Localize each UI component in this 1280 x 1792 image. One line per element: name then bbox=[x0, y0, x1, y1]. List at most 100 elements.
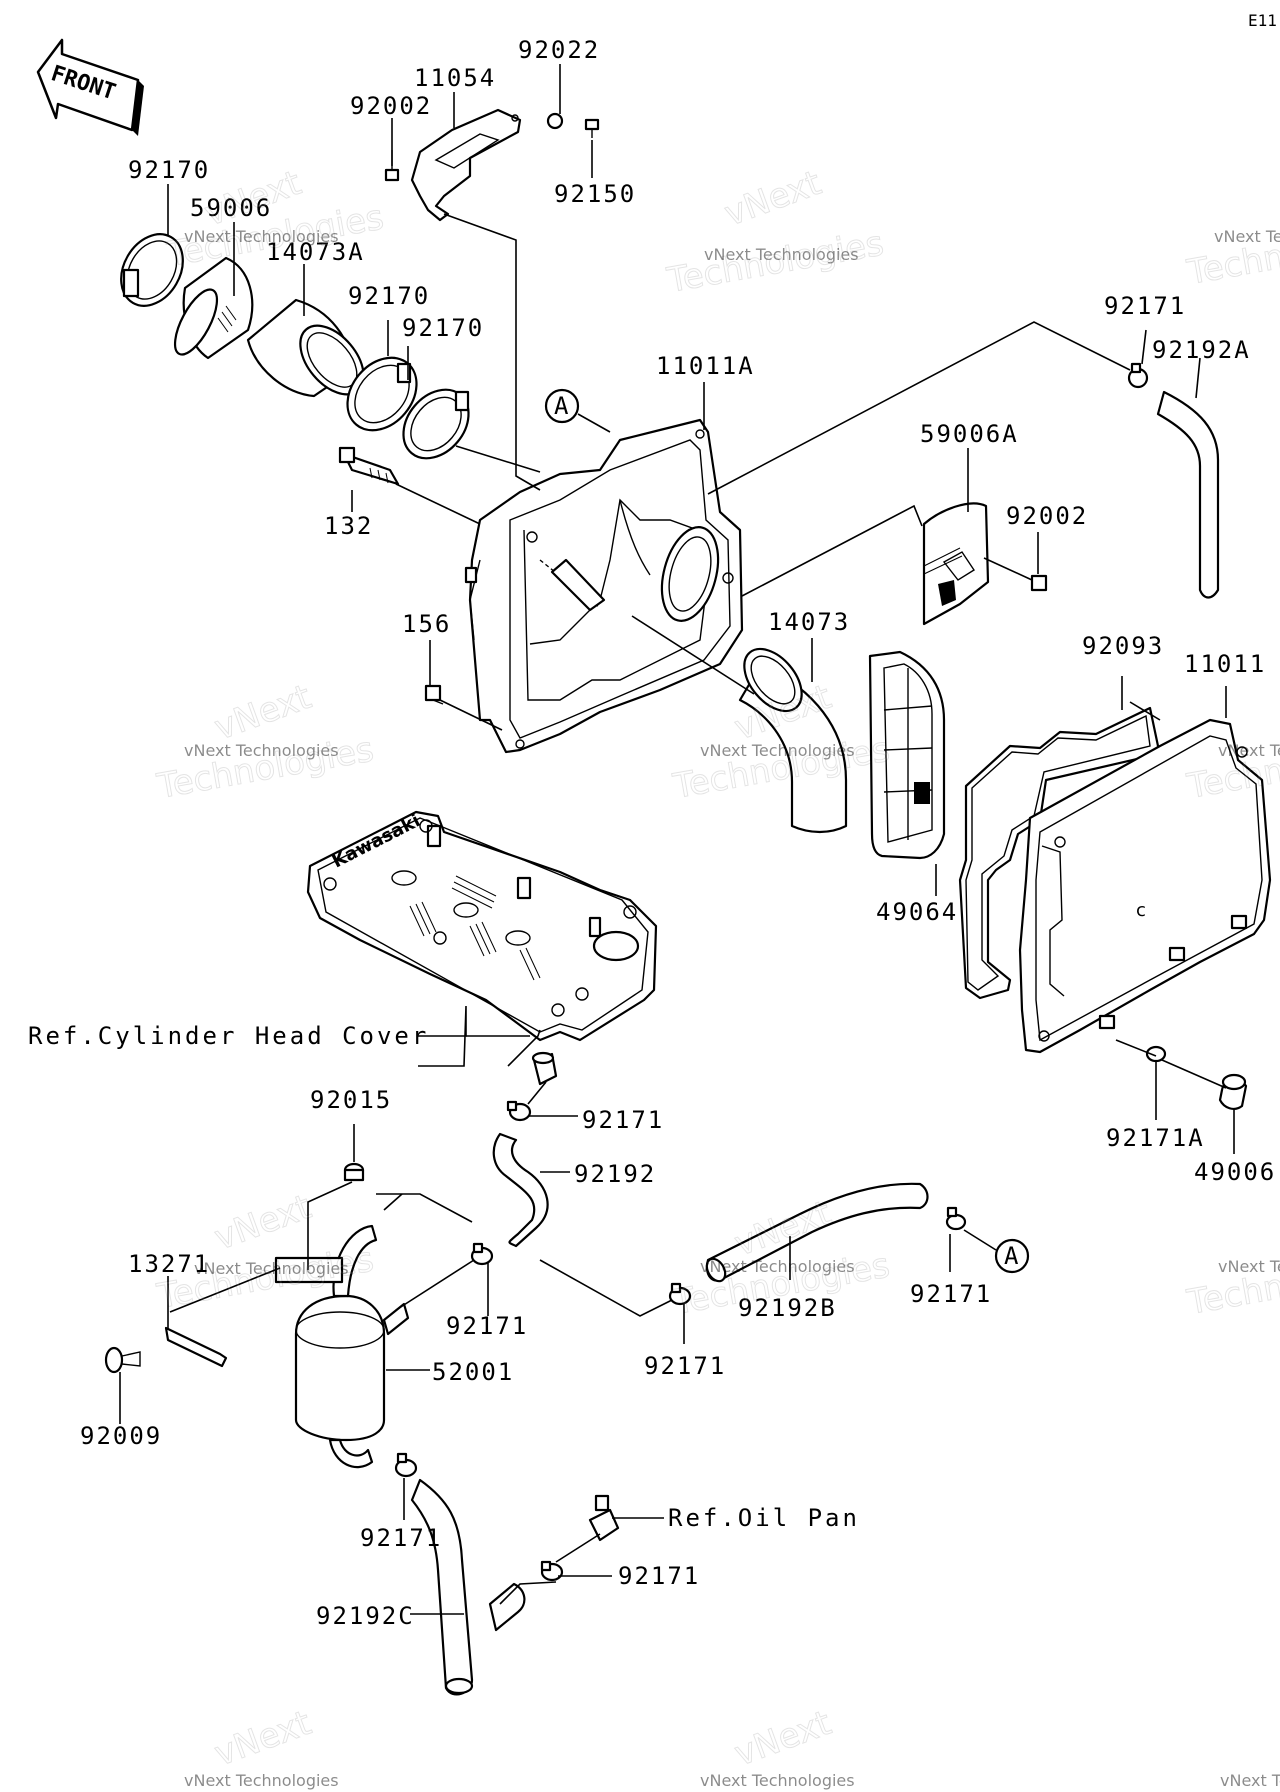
watermark-10a: vNext bbox=[209, 1703, 316, 1775]
ref-oil-pan: Ref.Oil Pan bbox=[668, 1504, 860, 1532]
callout-a-bottom: A bbox=[994, 1238, 1030, 1274]
watermark-9b: vNext Technologies bbox=[1218, 1257, 1280, 1276]
label-92171-mid: 92171 bbox=[582, 1106, 664, 1134]
washer-92022 bbox=[546, 112, 564, 130]
label-49006: 49006 bbox=[1194, 1158, 1276, 1186]
clip-92171A bbox=[1145, 1045, 1167, 1063]
label-11011: 11011 bbox=[1184, 650, 1266, 678]
label-52001: 52001 bbox=[432, 1358, 514, 1386]
label-92192C: 92192C bbox=[316, 1602, 415, 1630]
clamp-92171-lower bbox=[394, 1452, 418, 1478]
cover-59006A bbox=[922, 502, 990, 626]
watermark-2c: Technologies bbox=[664, 224, 887, 301]
watermark-7b: vNext Technologies bbox=[194, 1259, 349, 1278]
duct-14073 bbox=[738, 647, 848, 834]
watermark-8b: vNext Technologies bbox=[700, 1257, 855, 1276]
gasket-92093 bbox=[958, 706, 1160, 1000]
clamp-92171-tank bbox=[470, 1242, 494, 1266]
label-92170-c: 92170 bbox=[402, 314, 484, 342]
label-92093: 92093 bbox=[1082, 632, 1164, 660]
label-92192B: 92192B bbox=[738, 1294, 837, 1322]
watermark-1b: vNext Technologies bbox=[184, 227, 339, 246]
bracket-11054 bbox=[410, 108, 522, 222]
label-49064: 49064 bbox=[876, 898, 958, 926]
clamp-92170-mid bbox=[346, 356, 418, 432]
clamp-92171-bottom-center bbox=[668, 1282, 692, 1306]
watermark-11b: vNext Technologies bbox=[700, 1771, 855, 1790]
air-box-cover-11011: c bbox=[1018, 718, 1272, 1054]
callout-a-top-letter: A bbox=[554, 392, 569, 420]
label-92002-top: 92002 bbox=[350, 92, 432, 120]
clamp-92171-oil bbox=[540, 1560, 564, 1582]
bolt-156 bbox=[424, 684, 444, 705]
clamp-92170-left bbox=[120, 233, 184, 307]
canister-52001 bbox=[294, 1224, 410, 1469]
watermark-11a: vNext bbox=[729, 1703, 836, 1775]
hose-92192B bbox=[705, 1182, 929, 1283]
fitting-cylinder-head bbox=[531, 1051, 558, 1086]
watermark-6b: vNext Technologies bbox=[1218, 741, 1280, 760]
label-14073: 14073 bbox=[768, 608, 850, 636]
label-92171-tank: 92171 bbox=[446, 1312, 528, 1340]
bolt-92002-right bbox=[1030, 574, 1048, 592]
label-92015: 92015 bbox=[310, 1086, 392, 1114]
label-132: 132 bbox=[324, 512, 373, 540]
callout-a-top: A bbox=[544, 388, 580, 424]
label-92171-oil: 92171 bbox=[618, 1562, 700, 1590]
label-92150: 92150 bbox=[554, 180, 636, 208]
filter-element-49064 bbox=[868, 650, 946, 860]
part-labels: 92022 11054 92002 92150 92170 59006 1407… bbox=[80, 36, 1276, 1630]
label-11011A: 11011A bbox=[656, 352, 755, 380]
callout-a-bottom-letter: A bbox=[1004, 1242, 1019, 1270]
label-14073A: 14073A bbox=[266, 238, 365, 266]
label-92022: 92022 bbox=[518, 36, 600, 64]
label-92192: 92192 bbox=[574, 1160, 656, 1188]
leader-lines bbox=[119, 64, 1235, 1615]
clamp-92170-right bbox=[402, 388, 470, 460]
clamp-92171-mid bbox=[506, 1100, 532, 1122]
watermark-4b: vNext Technologies bbox=[184, 741, 339, 760]
duct-14073A bbox=[246, 298, 365, 398]
elbow-fitting-oil-pan bbox=[588, 1494, 620, 1542]
label-92192A: 92192A bbox=[1152, 336, 1251, 364]
watermark-3b: vNext Technologies bbox=[1214, 227, 1280, 246]
front-arrow-icon: FRONT bbox=[36, 38, 144, 136]
label-92171-bottom-center: 92171 bbox=[644, 1352, 726, 1380]
ref-cylinder-head-cover: Ref.Cylinder Head Cover bbox=[28, 1022, 429, 1050]
watermark-2a: vNext bbox=[719, 163, 826, 235]
label-92170-b: 92170 bbox=[348, 282, 430, 310]
watermark-5b: vNext Technologies bbox=[700, 741, 855, 760]
label-92171-right: 92171 bbox=[910, 1280, 992, 1308]
label-59006A: 59006A bbox=[920, 420, 1019, 448]
bolt-92150 bbox=[584, 118, 600, 138]
label-92009: 92009 bbox=[80, 1422, 162, 1450]
label-92171A: 92171A bbox=[1106, 1124, 1205, 1152]
screw-92009 bbox=[104, 1346, 141, 1374]
label-92002-right: 92002 bbox=[1006, 502, 1088, 530]
label-59006: 59006 bbox=[190, 194, 272, 222]
filter-59006 bbox=[173, 256, 254, 360]
svg-text:c: c bbox=[1136, 900, 1146, 921]
cap-49006 bbox=[1218, 1073, 1248, 1110]
label-11054: 11054 bbox=[414, 64, 496, 92]
label-92171-lower: 92171 bbox=[360, 1524, 442, 1552]
air-box-11011A bbox=[464, 418, 744, 754]
hose-92192A bbox=[1156, 390, 1220, 599]
label-13271: 13271 bbox=[128, 1250, 210, 1278]
clamp-92171-top bbox=[1127, 362, 1149, 389]
watermark-4a: vNext bbox=[209, 677, 316, 749]
watermark-12b: vNext Technologies bbox=[1220, 1771, 1280, 1790]
hose-92192 bbox=[492, 1132, 549, 1248]
label-156: 156 bbox=[402, 610, 451, 638]
hose-92192C bbox=[410, 1478, 526, 1696]
bolt-132 bbox=[338, 446, 400, 486]
watermark-7a: vNext bbox=[209, 1187, 316, 1259]
watermark-10b: vNext Technologies bbox=[184, 1771, 339, 1790]
watermark-2b: vNext Technologies bbox=[704, 245, 859, 264]
cylinder-head-cover: Kawasaki bbox=[306, 810, 658, 1042]
nut-92015 bbox=[343, 1162, 365, 1182]
page-code: E11 bbox=[1248, 11, 1277, 30]
label-92170-a: 92170 bbox=[128, 156, 210, 184]
watermark-8a: vNext bbox=[729, 1193, 836, 1265]
